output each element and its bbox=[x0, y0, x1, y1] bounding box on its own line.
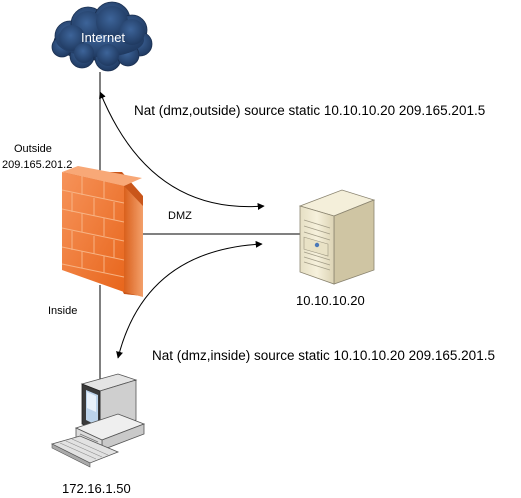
internet-cloud-icon: Internet bbox=[51, 1, 153, 72]
workstation-icon bbox=[50, 373, 146, 468]
server-ip: 10.10.10.20 bbox=[296, 293, 365, 308]
outside-ip: 209.165.201.2 bbox=[2, 159, 72, 171]
workstation-ip: 172.16.1.50 bbox=[62, 481, 131, 496]
dmz-label: DMZ bbox=[168, 210, 192, 222]
internet-label: Internet bbox=[81, 30, 125, 45]
outside-label: Outside bbox=[14, 143, 52, 155]
inside-label: Inside bbox=[48, 305, 77, 317]
server-icon bbox=[298, 189, 376, 285]
firewall-icon bbox=[61, 166, 143, 297]
nat-outside-arrow bbox=[99, 91, 265, 210]
nat-outside-rule: Nat (dmz,outside) source static 10.10.10… bbox=[134, 103, 485, 118]
nat-inside-rule: Nat (dmz,inside) source static 10.10.10.… bbox=[152, 348, 495, 363]
nat-inside-arrow bbox=[116, 240, 263, 359]
